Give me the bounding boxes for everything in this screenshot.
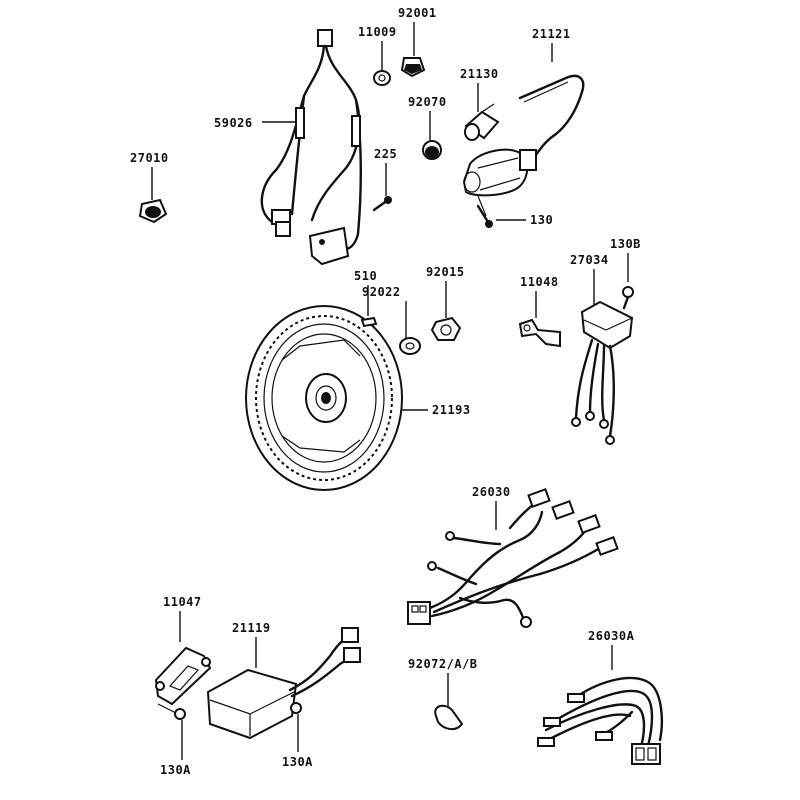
- label-11047: 11047: [163, 595, 202, 609]
- bracket-11047: [154, 646, 212, 717]
- label-92001: 92001: [398, 6, 437, 20]
- label-130a-left: 130A: [160, 763, 191, 777]
- ignition-coil-21121: [462, 74, 585, 217]
- washer-92022: [399, 337, 421, 355]
- label-11048: 11048: [520, 275, 559, 289]
- bracket-11048: [518, 318, 561, 348]
- label-26030A: 26030A: [588, 629, 635, 643]
- label-510: 510: [354, 269, 377, 283]
- switch-27010: [138, 198, 168, 224]
- label-92072-a-b: 92072/A/B: [408, 657, 478, 671]
- sub-harness-26030a: [537, 676, 663, 765]
- wire-harness-59026: [260, 29, 362, 266]
- label-27034: 27034: [570, 253, 609, 267]
- label-130: 130: [530, 213, 553, 227]
- flywheel-21193: [245, 305, 403, 491]
- regulator-27034: [571, 300, 634, 445]
- key-510: [360, 316, 378, 328]
- bolt-130a-left: [174, 708, 186, 720]
- label-11009: 11009: [358, 25, 397, 39]
- cap-92070: [422, 140, 442, 160]
- label-92070: 92070: [408, 95, 447, 109]
- bolt-130a-right: [290, 702, 302, 714]
- label-225: 225: [374, 147, 397, 161]
- cdi-unit-21119: [206, 627, 361, 740]
- bolt-130b: [622, 286, 634, 310]
- clamp-92072: [434, 704, 464, 730]
- label-21121: 21121: [532, 27, 571, 41]
- label-21119: 21119: [232, 621, 271, 635]
- label-92022: 92022: [362, 285, 401, 299]
- label-130B: 130B: [610, 237, 641, 251]
- plug-cap-21130: [464, 103, 500, 141]
- screw-225: [372, 196, 392, 212]
- nut-92015: [430, 316, 462, 341]
- label-27010: 27010: [130, 151, 169, 165]
- bolt-130: [476, 204, 493, 228]
- leader-lines: [151, 22, 629, 760]
- label-21130: 21130: [460, 67, 499, 81]
- grommet-11009: [373, 70, 391, 86]
- cap-92001: [400, 57, 426, 78]
- label-130a-right: 130A: [282, 755, 313, 769]
- main-harness-26030: [407, 488, 619, 628]
- label-21193: 21193: [432, 403, 471, 417]
- label-92015: 92015: [426, 265, 465, 279]
- label-59026: 59026: [214, 116, 253, 130]
- label-26030: 26030: [472, 485, 511, 499]
